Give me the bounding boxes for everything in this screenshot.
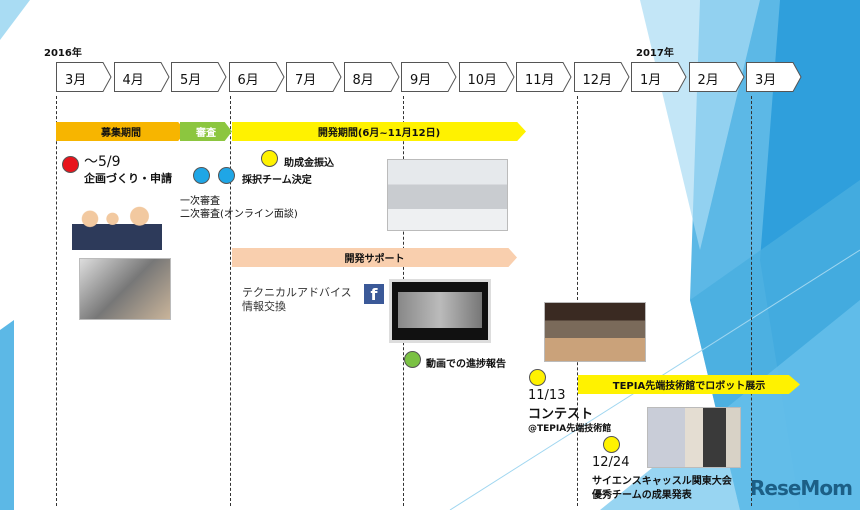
month-9: 11月 [516, 62, 572, 92]
month-label: 12月 [582, 73, 613, 88]
month-7: 9月 [401, 62, 457, 92]
month-11: 1月 [631, 62, 687, 92]
month-label: 2月 [697, 73, 719, 88]
month-label: 7月 [295, 73, 317, 88]
dashed-line [751, 96, 752, 506]
month-6: 8月 [343, 62, 400, 92]
month-2: 4月 [113, 62, 170, 92]
contest-photo [544, 302, 646, 362]
year-2017: 2017年 [636, 48, 674, 59]
yellow-dot-icon [603, 436, 620, 453]
video-report: 動画での進捗報告 [426, 359, 506, 370]
dashed-line [56, 96, 57, 506]
development-period-bar: 開発期間(6月~11月12日) [232, 122, 526, 141]
month-label: 4月 [122, 73, 144, 88]
students-illustration [72, 198, 162, 250]
blue-dot-icon [193, 167, 210, 184]
video-player-screenshot [389, 279, 491, 343]
red-dot-icon [62, 156, 79, 173]
month-label: 3月 [755, 73, 777, 88]
green-dot-icon [404, 351, 421, 368]
science-castle-photo [647, 407, 741, 468]
lab-photo [387, 159, 508, 231]
science-label-1: サイエンスキャッスル関東大会 [592, 476, 732, 487]
review-bar: 審査 [180, 122, 232, 141]
science-label-2: 優秀チームの成果発表 [592, 490, 692, 501]
dashed-line [577, 96, 578, 506]
month-10: 12月 [573, 62, 630, 92]
deadline-label: 企画づくり・申請 [84, 172, 172, 185]
month-label: 8月 [352, 73, 374, 88]
yellow-dot-icon [261, 150, 278, 167]
month-label: 9月 [410, 73, 432, 88]
video-frame [398, 292, 482, 328]
team-decision: 採択チーム決定 [242, 175, 312, 186]
month-5: 7月 [286, 62, 342, 92]
contest-venue: @TEPIA先端技術館 [528, 424, 612, 434]
month-label: 5月 [180, 73, 202, 88]
review-2: 二次審査(オンライン面談) [180, 209, 298, 220]
year-2016: 2016年 [44, 48, 82, 59]
students-photo [79, 258, 171, 320]
month-1: 3月 [56, 62, 112, 92]
grant-transfer: 助成金振込 [284, 158, 334, 169]
facebook-icon: f [364, 284, 384, 304]
month-label: 10月 [467, 73, 498, 88]
tech-advice: テクニカルアドバイス [242, 286, 352, 299]
resemom-logo: ReseMom [750, 476, 853, 500]
contest-label: コンテスト [528, 407, 594, 422]
info-exchange: 情報交換 [242, 300, 286, 313]
blue-dot-icon [218, 167, 235, 184]
month-12: 2月 [688, 62, 745, 92]
contest-date: 11/13 [528, 388, 566, 403]
month-label: 3月 [65, 73, 87, 88]
month-3: 5月 [171, 62, 227, 92]
month-label: 1月 [640, 73, 662, 88]
dashed-line [230, 96, 231, 506]
recruit-period-bar: 募集期間 [56, 122, 186, 141]
month-label: 11月 [525, 73, 555, 88]
yellow-dot-icon [529, 369, 546, 386]
month-label: 6月 [237, 73, 259, 88]
deadline-date: ～5/9 [84, 154, 121, 170]
month-13: 3月 [746, 62, 802, 92]
review-1: 一次審査 [180, 196, 220, 207]
development-support-bar: 開発サポート [232, 248, 517, 267]
science-date: 12/24 [592, 455, 630, 470]
exhibit-bar: TEPIA先端技術館でロボット展示 [578, 375, 800, 394]
month-8: 10月 [458, 62, 515, 92]
month-4: 6月 [228, 62, 285, 92]
